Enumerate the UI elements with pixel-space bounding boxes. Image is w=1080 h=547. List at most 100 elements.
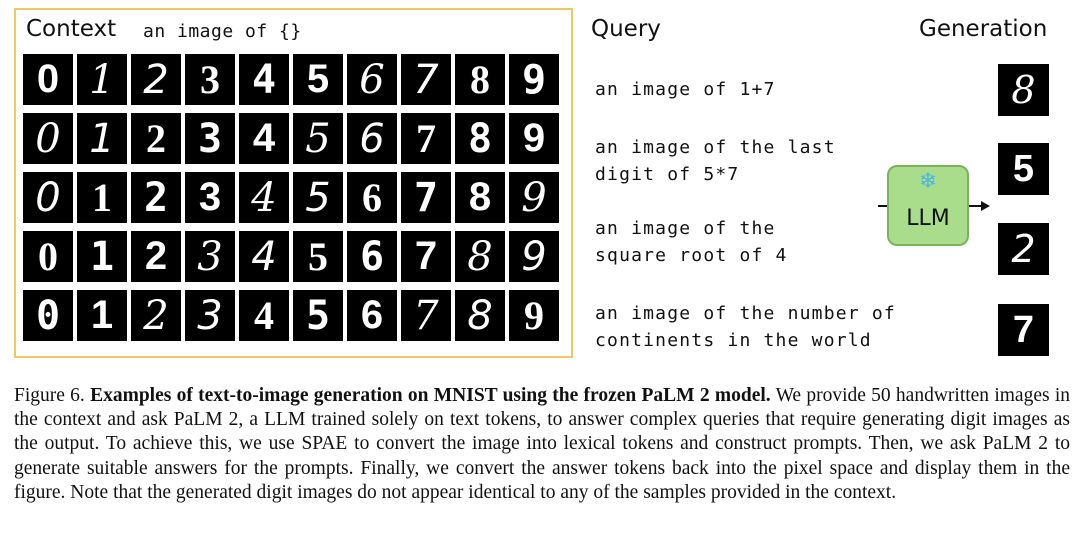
context-digit: 6 (359, 56, 385, 103)
context-digit: 9 (521, 174, 547, 221)
generation-4: 7 (998, 304, 1049, 356)
context-digit: 6 (360, 293, 384, 337)
generation-header: Generation (919, 16, 1048, 42)
context-digit-cell: 5 (293, 290, 343, 341)
output-arrow-line (969, 205, 982, 207)
context-digit-cell: 7 (401, 172, 451, 223)
context-digit-cell: 4 (239, 54, 289, 105)
context-digit-cell: 1 (77, 172, 127, 223)
context-digit: 0 (38, 234, 58, 279)
context-digit: 8 (468, 175, 492, 219)
context-digit-cell: 9 (509, 290, 559, 341)
figure-caption: Figure 6. Examples of text-to-image gene… (14, 384, 1070, 505)
context-digit: 8 (467, 233, 493, 280)
context-digit: 2 (144, 234, 168, 278)
context-digit-cell: 5 (293, 113, 343, 164)
generated-digit: 7 (1012, 308, 1035, 351)
query-1: an image of 1+7 (595, 76, 776, 103)
context-digit: 1 (89, 233, 115, 280)
context-digit: 3 (198, 175, 222, 219)
context-digit-cell: 9 (509, 113, 559, 164)
context-digit: 2 (143, 56, 169, 103)
context-digit: 5 (305, 115, 331, 162)
context-digit: 9 (521, 56, 547, 103)
context-digit: 4 (251, 174, 277, 221)
context-digit-cell: 8 (455, 54, 505, 105)
context-digit-cell: 9 (509, 231, 559, 282)
context-digit: 4 (251, 233, 277, 280)
context-digit-cell: 2 (131, 172, 181, 223)
context-digit-cell: 3 (185, 113, 235, 164)
context-digit-cell: 0 (23, 231, 73, 282)
context-digit-cell: 1 (77, 231, 127, 282)
query-2-line-1: an image of the last (595, 137, 836, 158)
query-2-line-2: digit of 5*7 (595, 164, 740, 185)
context-digit-cell: 8 (455, 290, 505, 341)
context-digit: 3 (197, 233, 223, 280)
llm-block: ❄ LLM (887, 165, 969, 246)
context-digit: 1 (92, 175, 112, 220)
context-digit: 8 (467, 292, 493, 339)
generated-digit: 8 (1011, 68, 1036, 112)
context-digit: 0 (35, 174, 61, 221)
context-digit: 8 (470, 57, 490, 102)
context-digit-cell: 4 (239, 290, 289, 341)
generated-digit: 2 (1011, 227, 1036, 271)
context-digit-cell: 6 (347, 113, 397, 164)
query-header: Query (591, 16, 661, 42)
context-digit: 5 (306, 57, 330, 101)
llm-label: LLM (906, 206, 950, 231)
context-digit: 9 (521, 233, 547, 280)
context-panel (14, 8, 573, 358)
query-3-line-2: square root of 4 (595, 245, 788, 266)
context-title: Context (26, 16, 117, 42)
context-digit: 2 (143, 174, 169, 221)
context-digit-cell: 0 (23, 113, 73, 164)
context-digit: 4 (251, 56, 277, 103)
generated-digit: 5 (1012, 147, 1035, 190)
caption-bold: Examples of text-to-image generation on … (90, 385, 771, 406)
context-digit-cell: 1 (77, 113, 127, 164)
context-template: an image of {} (143, 21, 302, 42)
context-digit: 9 (524, 293, 544, 338)
query-4-line-2: continents in the world (595, 330, 872, 351)
context-digit-cell: 3 (185, 172, 235, 223)
context-digit: 7 (414, 234, 438, 278)
context-digit: 7 (413, 174, 439, 221)
context-digit-cell: 6 (347, 172, 397, 223)
caption-body: We provide 50 handwritten images in the … (14, 385, 1070, 503)
context-digit: 1 (90, 293, 114, 337)
context-digit-cell: 4 (239, 172, 289, 223)
query-2: an image of the last digit of 5*7 (595, 134, 836, 188)
query-4: an image of the number of continents in … (595, 300, 896, 354)
context-digit-cell: 0 (23, 172, 73, 223)
context-digit-cell: 2 (131, 54, 181, 105)
context-digit: 2 (146, 116, 166, 161)
context-digit: 1 (89, 115, 115, 162)
context-digit-cell: 5 (293, 54, 343, 105)
context-digit: 7 (413, 56, 439, 103)
context-digit: 5 (305, 292, 331, 339)
context-digit: 7 (413, 292, 439, 339)
context-digit: 5 (308, 234, 328, 279)
context-digit-cell: 2 (131, 231, 181, 282)
context-digit: 0 (35, 292, 61, 339)
generation-3: 2 (998, 223, 1049, 275)
context-digit-cell: 3 (185, 54, 235, 105)
context-digit: 6 (362, 175, 382, 220)
context-digit-cell: 6 (347, 54, 397, 105)
context-digit: 0 (35, 115, 61, 162)
context-digit: 3 (200, 57, 220, 102)
context-digit-cell: 2 (131, 113, 181, 164)
context-digit-cell: 7 (401, 290, 451, 341)
context-digit-cell: 7 (401, 54, 451, 105)
query-4-line-1: an image of the number of (595, 303, 896, 324)
context-digit-cell: 4 (239, 231, 289, 282)
context-digit-cell: 8 (455, 231, 505, 282)
context-digit-cell: 2 (131, 290, 181, 341)
context-digit-cell: 7 (401, 231, 451, 282)
query-3-line-1: an image of the (595, 218, 776, 239)
context-digit-cell: 0 (23, 54, 73, 105)
context-digit-cell: 3 (185, 290, 235, 341)
output-arrow-head (981, 201, 990, 211)
